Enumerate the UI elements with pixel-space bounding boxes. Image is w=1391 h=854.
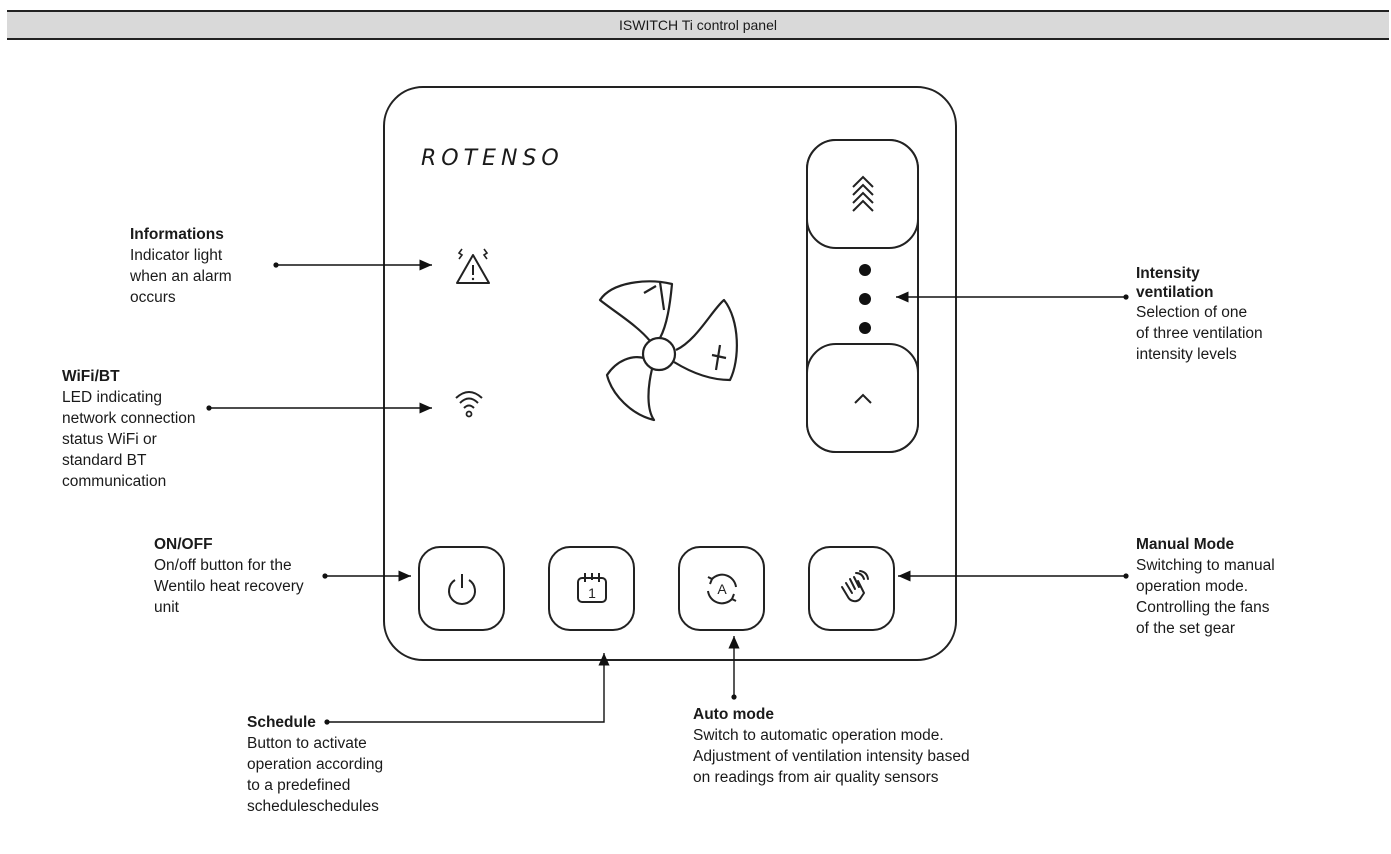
- callout-informations-desc: Indicator light when an alarm occurs: [130, 247, 232, 306]
- callout-intensity: Intensity ventilation Selection of one o…: [1136, 264, 1263, 365]
- intensity-max-button[interactable]: [806, 139, 919, 249]
- manual-mode-button[interactable]: [808, 546, 895, 631]
- callout-wifi: WiFi/BT LED indicating network connectio…: [62, 366, 196, 492]
- auto-mode-letter: A: [717, 581, 727, 597]
- callout-manual: Manual Mode Switching to manual operatio…: [1136, 534, 1275, 639]
- triple-chevron-up-icon: [851, 175, 874, 212]
- callout-schedule-title: Schedule: [247, 714, 316, 731]
- diagram-title-bar: ISWITCH Ti control panel: [7, 10, 1389, 40]
- callout-informations-title: Informations: [130, 226, 224, 243]
- callout-intensity-desc: Selection of one of three ventilation in…: [1136, 304, 1263, 363]
- auto-mode-button[interactable]: A: [678, 546, 765, 631]
- intensity-level-dot-1: [859, 322, 871, 334]
- callout-auto-desc: Switch to automatic operation mode. Adju…: [693, 727, 970, 786]
- fan-icon: [598, 280, 738, 422]
- callout-manual-title: Manual Mode: [1136, 536, 1235, 553]
- callout-informations: Informations Indicator light when an ala…: [130, 224, 232, 308]
- intensity-level-dot-2: [859, 293, 871, 305]
- calendar-day-label: 1: [588, 585, 596, 601]
- callout-schedule: Schedule Button to activate operation ac…: [247, 712, 383, 817]
- power-icon: [447, 573, 476, 605]
- power-button[interactable]: [418, 546, 505, 631]
- brand-logo: ROTENSO: [421, 146, 564, 171]
- intensity-up-button[interactable]: [806, 343, 919, 453]
- callout-intensity-title: Intensity ventilation: [1136, 265, 1214, 301]
- schedule-leader: [327, 653, 610, 723]
- callout-manual-desc: Switching to manual operation mode. Cont…: [1136, 557, 1275, 637]
- callout-schedule-desc: Button to activate operation according t…: [247, 735, 384, 815]
- alarm-icon: [456, 248, 490, 284]
- hand-gesture-icon: [840, 569, 869, 602]
- callout-onoff-title: ON/OFF: [154, 536, 213, 553]
- schedule-button[interactable]: 1: [548, 546, 635, 631]
- wifi-icon: [455, 391, 483, 418]
- auto-mode-icon: A: [706, 573, 737, 604]
- callout-wifi-desc: LED indicating network connection status…: [62, 389, 196, 490]
- callout-auto: Auto mode Switch to automatic operation …: [693, 704, 970, 788]
- chevron-up-icon: [853, 393, 872, 404]
- diagram-title: ISWITCH Ti control panel: [619, 17, 777, 33]
- intensity-level-dot-3: [859, 264, 871, 276]
- callout-onoff-desc: On/off button for the Wentilo heat recov…: [154, 557, 304, 616]
- calendar-icon: 1: [576, 572, 607, 603]
- callout-auto-title: Auto mode: [693, 706, 774, 723]
- callout-wifi-title: WiFi/BT: [62, 368, 120, 385]
- control-panel-body: [383, 86, 957, 661]
- callout-onoff: ON/OFF On/off button for the Wentilo hea…: [154, 534, 304, 618]
